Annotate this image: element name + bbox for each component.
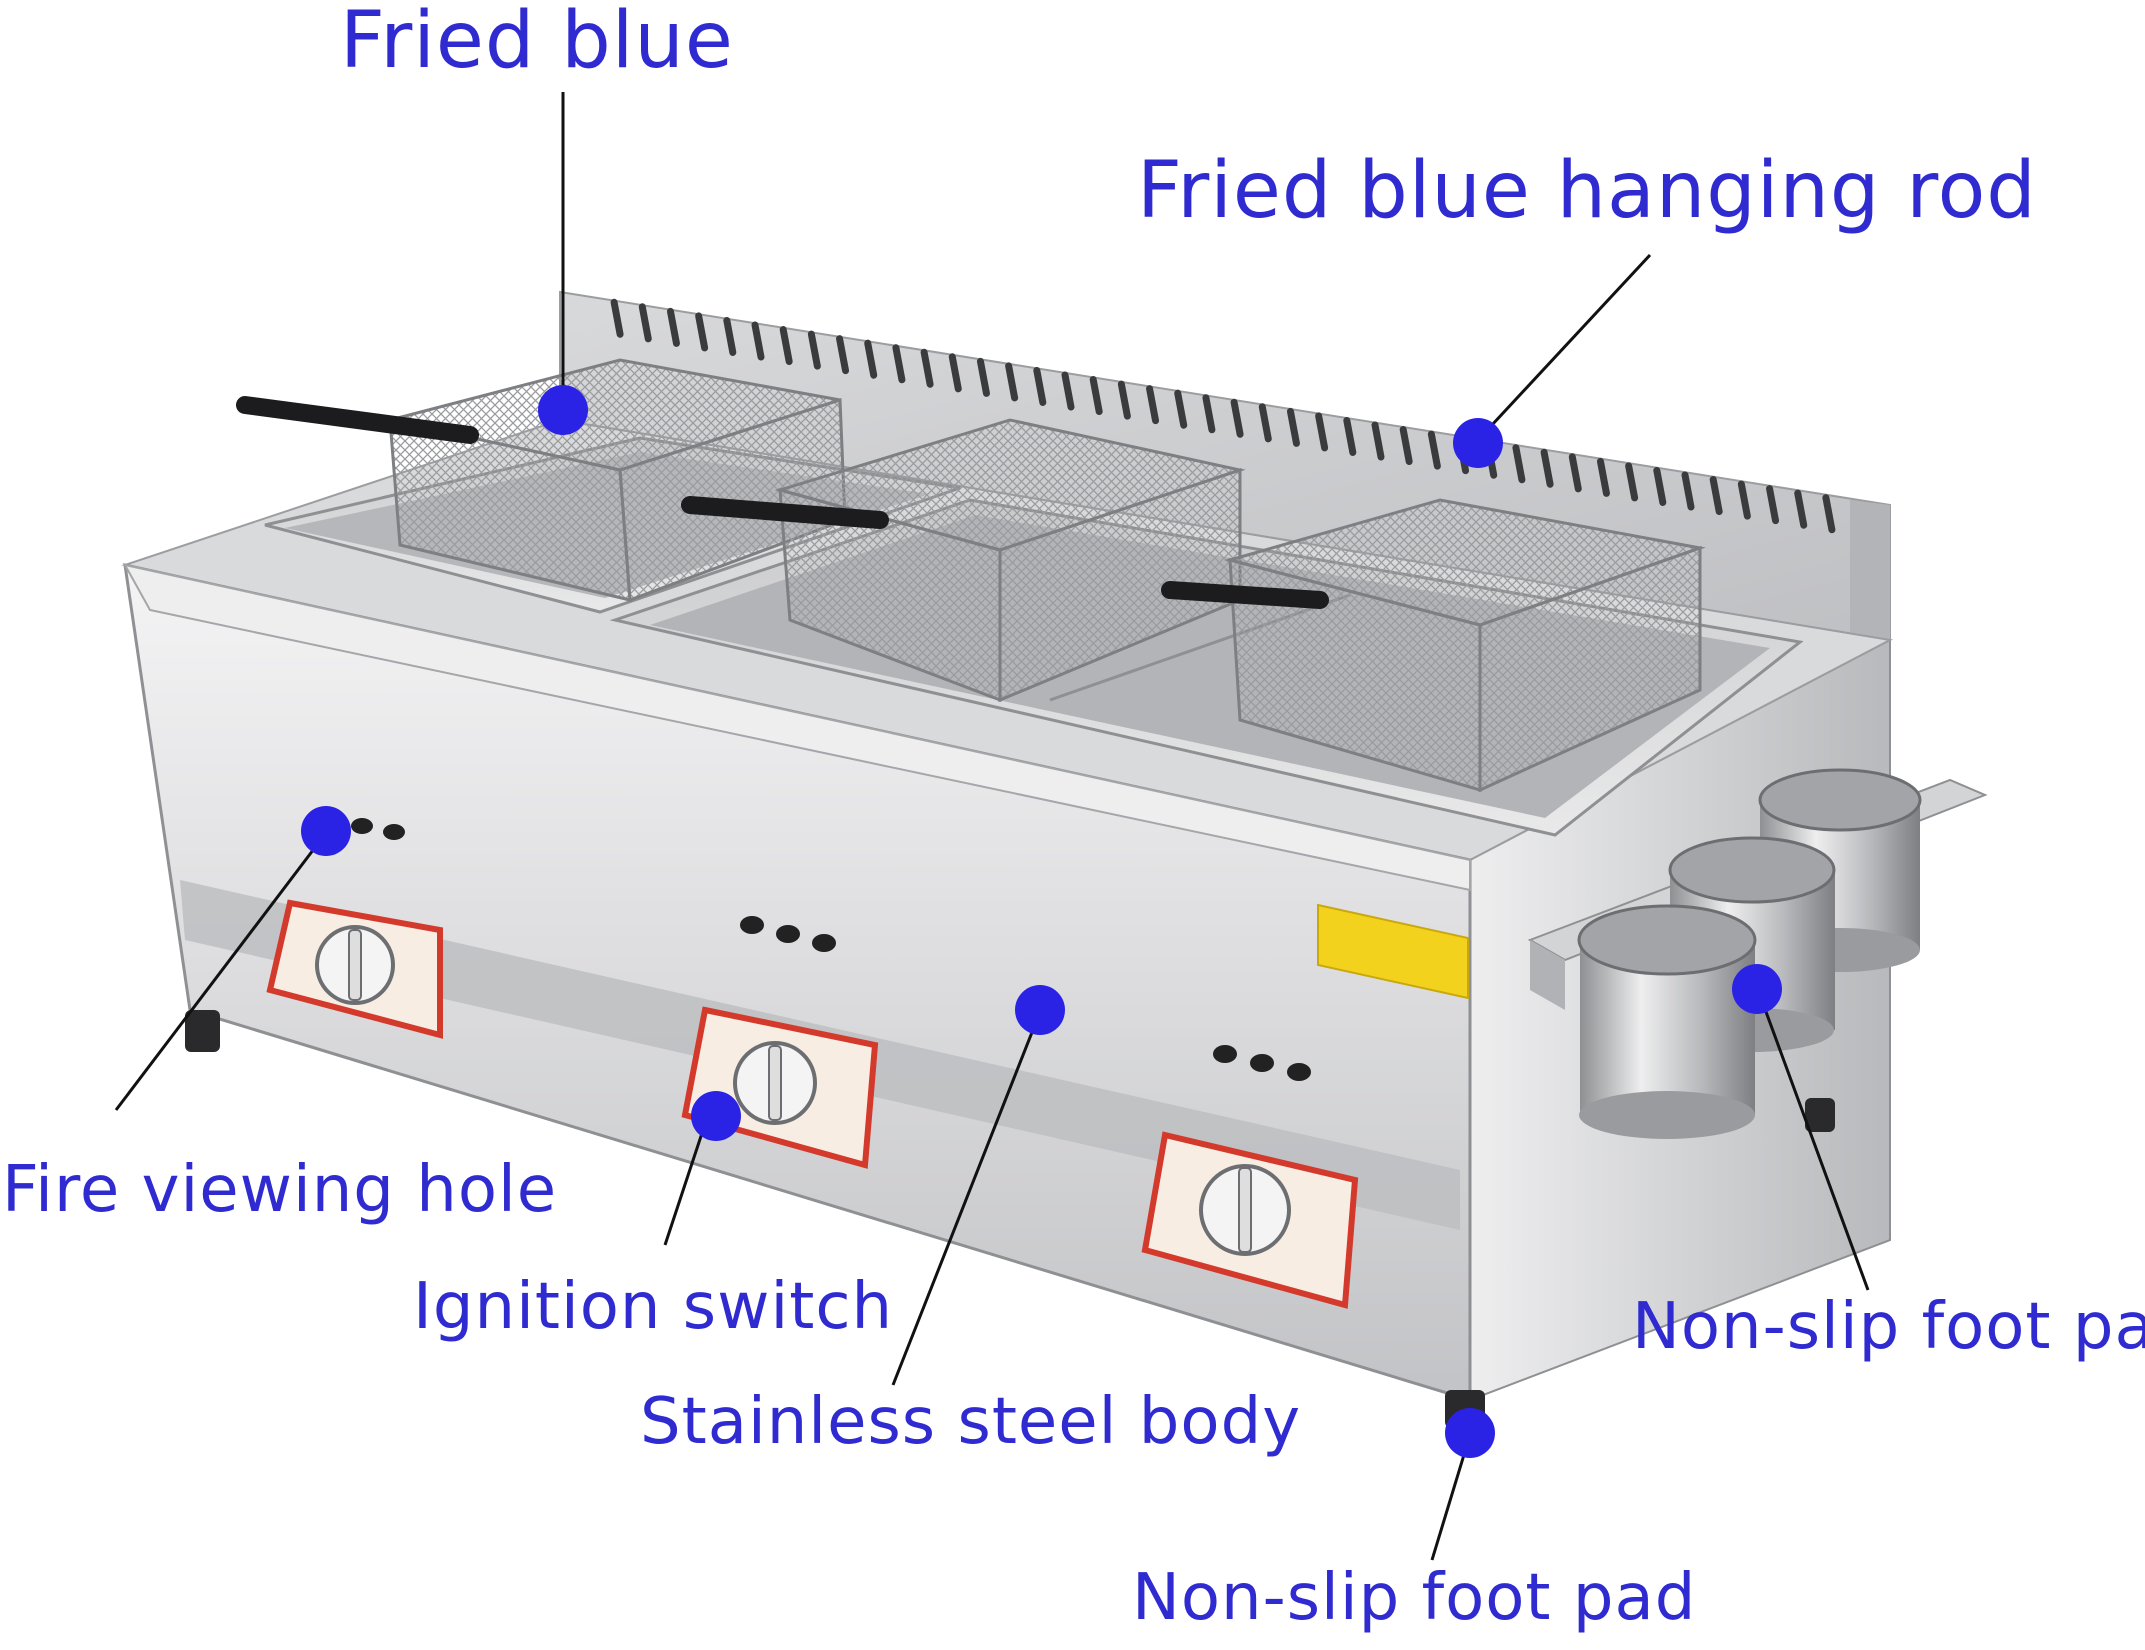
vent-slot [836,335,850,375]
vent-slot [638,303,652,343]
vent-slot [1061,371,1075,411]
leader-ignition [663,1114,710,1246]
vent-slot [1371,421,1385,461]
leader-hanging-rod [1476,253,1652,442]
dot-marker-icon [1732,964,1782,1014]
callout-fire-viewing-hole: Fire viewing hole [2,1153,558,1227]
vent-slot [1625,462,1639,502]
fry-basket-middle [681,418,1246,703]
markers [301,385,1782,1458]
vent-slot [976,357,990,397]
leader-lines [114,92,1870,1561]
leader-fire-hole [114,832,328,1111]
vent-slot [610,298,624,338]
vent-slot [1258,403,1272,443]
callout-hanging-rod: Fried blue hanging rod [1137,146,2037,236]
dot-marker-icon [691,1091,741,1141]
vent-slot [1766,485,1780,525]
vent-slot [1089,376,1103,416]
vent-slots [610,298,1836,534]
vent-slot [1681,471,1695,511]
callout-non-slip-foot-pad-bottom: Non-slip foot pad [1132,1561,1697,1635]
vent-slot [1202,394,1216,434]
vent-slot [1540,448,1554,488]
vent-slot [1822,494,1836,534]
vent-slot [1399,426,1413,466]
leader-body [891,1011,1042,1386]
vent-slot [948,353,962,393]
vent-slot [1146,385,1160,425]
vent-slot [695,312,709,352]
vent-slot [1174,389,1188,429]
leader-foot-right [1756,989,1870,1291]
vent-slot [1596,457,1610,497]
callout-ignition-switch: Ignition switch [413,1270,894,1344]
vent-slot [1737,480,1751,520]
vent-slot [723,316,737,356]
fire-viewing-holes-2 [740,916,836,952]
vent-slot [1033,366,1047,406]
vent-slot [864,339,878,379]
vent-slot [1709,476,1723,516]
vent-slot [1512,444,1526,484]
vent-slot [779,326,793,366]
dot-marker-icon [301,806,351,856]
vent-slot [1315,412,1329,452]
dot-marker-icon [1015,985,1065,1035]
vent-slot [1343,416,1357,456]
foot-left [185,1010,220,1052]
vent-slot [1005,362,1019,402]
ignition-knob-left[interactable] [266,899,443,1039]
vent-slot [1230,398,1244,438]
vent-slot [1653,466,1667,506]
callout-non-slip-foot-pad-right: Non-slip foot pad [1632,1290,2145,1364]
dot-marker-icon [1445,1408,1495,1458]
vent-slot [1117,380,1131,420]
vent-slot [1427,430,1441,470]
callout-fried-blue: Fried blue [340,0,734,86]
foot-back-right [1805,1098,1835,1132]
utensil-cup-front [1577,904,1757,1139]
vent-slot [1568,453,1582,493]
vent-slot [1794,489,1808,529]
front-upper-lip [123,563,1471,892]
vent-slot [751,321,765,361]
fry-basket-right [1161,498,1706,793]
vent-slot [666,307,680,347]
vent-slot [1286,407,1300,447]
vent-slot [920,348,934,388]
dot-marker-icon [538,385,588,435]
ignition-knob-right[interactable] [1141,1131,1359,1309]
vent-slot [807,330,821,370]
fire-viewing-holes-1 [351,818,405,840]
vent-slot [892,344,906,384]
callout-stainless-steel-body: Stainless steel body [640,1385,1302,1459]
dot-marker-icon [1453,418,1503,468]
fire-viewing-holes-3 [1213,1045,1311,1081]
warning-sticker [1317,903,1469,1000]
